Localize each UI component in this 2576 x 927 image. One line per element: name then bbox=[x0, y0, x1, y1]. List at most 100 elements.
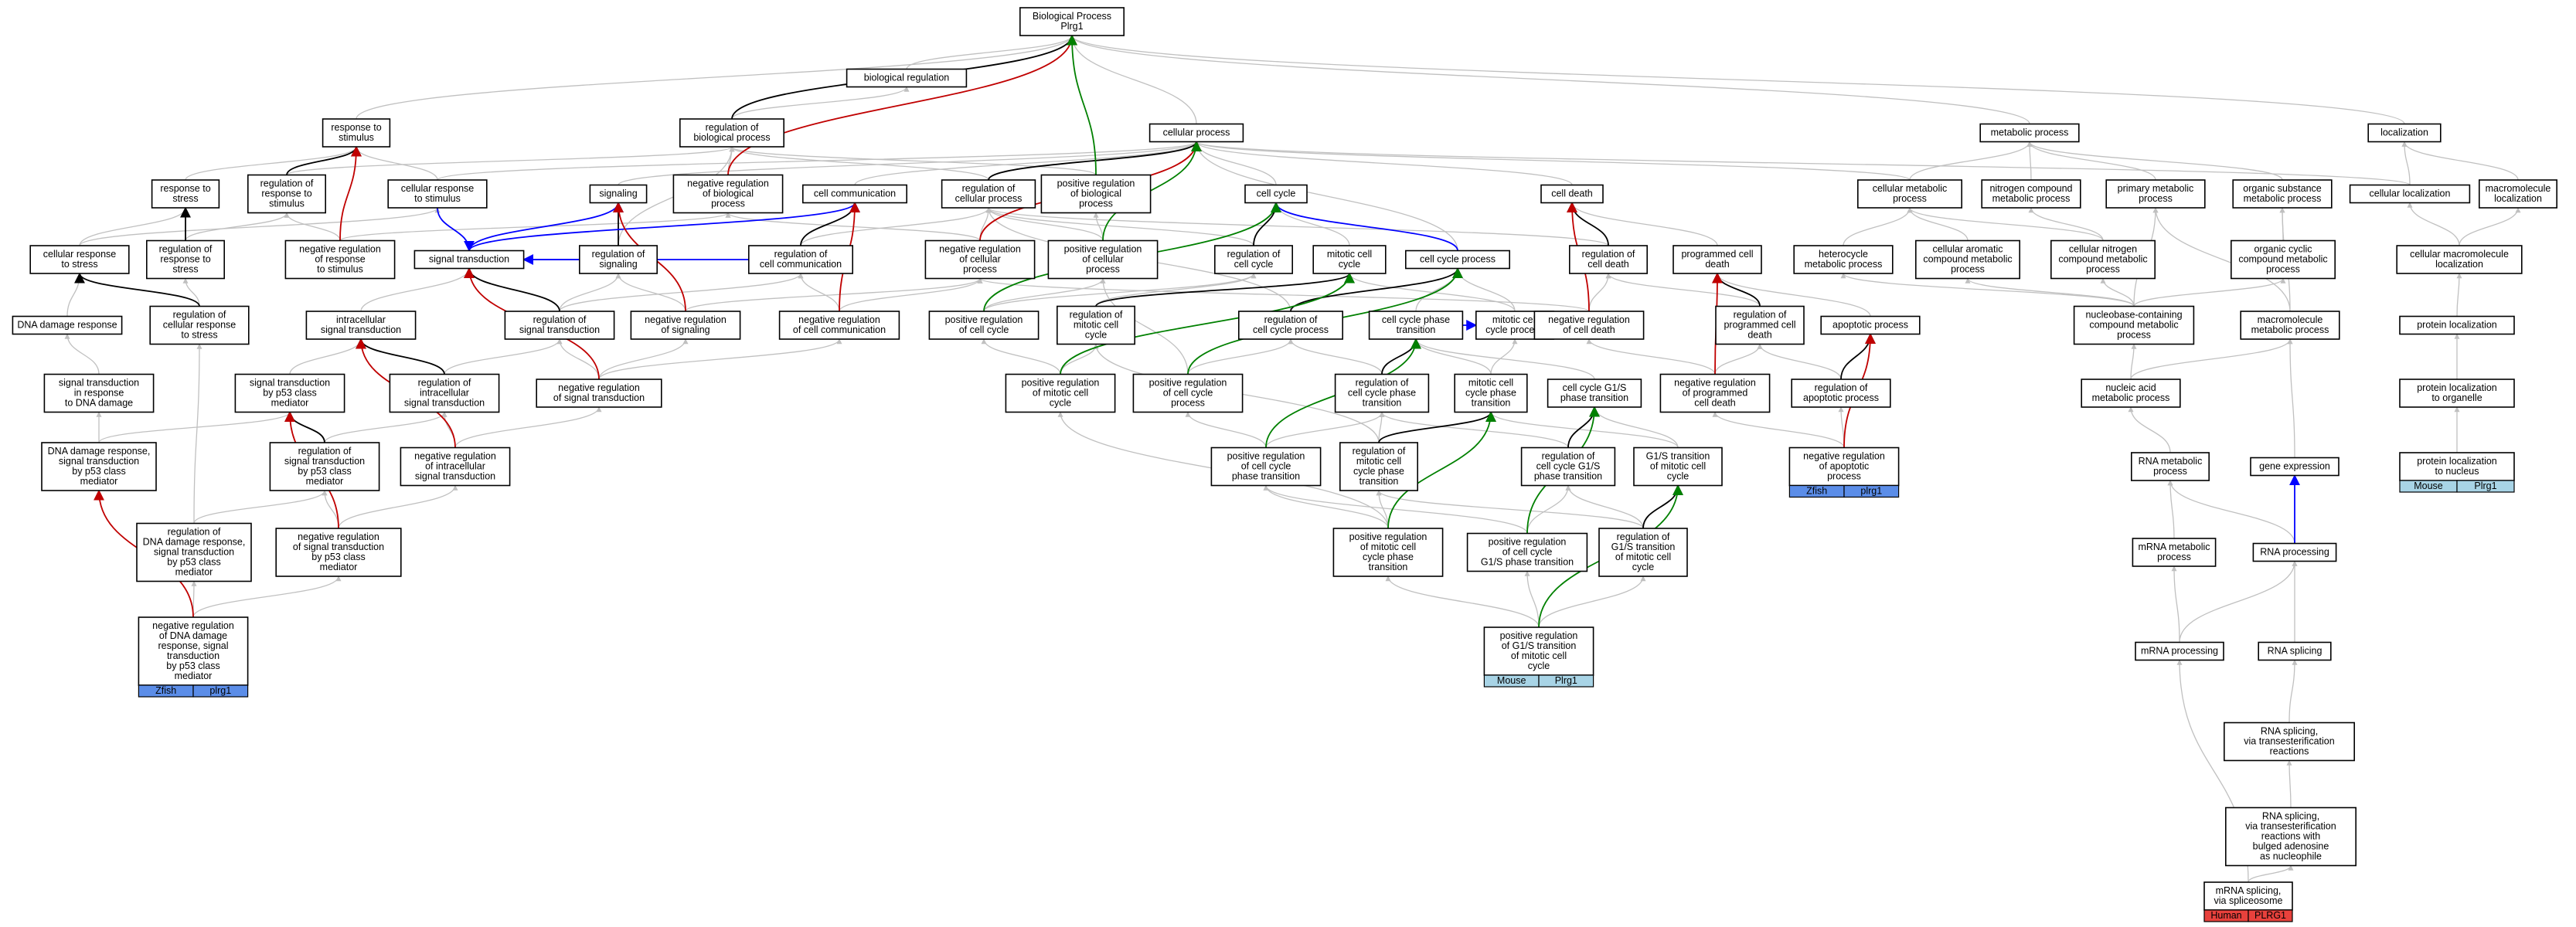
go-term-node-cdeath[interactable]: cell death bbox=[1540, 184, 1604, 204]
go-term-node-rnap[interactable]: RNA processing bbox=[2252, 542, 2337, 562]
go-term-node-rnastb[interactable]: RNA splicing,via transesterificationreac… bbox=[2225, 806, 2357, 867]
go-term-node-loc[interactable]: localization bbox=[2367, 123, 2442, 143]
edge-gray-pcd-to-cdeath bbox=[1569, 202, 1718, 246]
go-term-node-cp[interactable]: cellular process bbox=[1148, 123, 1244, 143]
go-term-node-cloc[interactable]: cellular localization bbox=[2349, 184, 2471, 204]
go-term-node-breg[interactable]: biological regulation bbox=[846, 68, 968, 88]
go-term-node-sig[interactable]: signaling bbox=[589, 184, 648, 204]
go-term-node-mrnap[interactable]: mRNA processing bbox=[2135, 641, 2224, 661]
go-term-node-gexp[interactable]: gene expression bbox=[2250, 457, 2339, 477]
go-term-node-rnas[interactable]: RNA splicing bbox=[2258, 641, 2332, 661]
go-term-node-ccyc[interactable]: cell cycle bbox=[1244, 184, 1308, 204]
edge-gray-nrcd-to-rcd bbox=[1588, 273, 1611, 312]
go-term-node-ddr[interactable]: DNA damage response bbox=[12, 315, 123, 335]
go-term-node-mrnas[interactable]: mRNA splicing,via spliceosome bbox=[2203, 881, 2293, 911]
go-term-node-ccp[interactable]: cell cycle process bbox=[1405, 250, 1511, 270]
go-term-node-ddrp53[interactable]: DNA damage response,signal transductionb… bbox=[41, 442, 157, 491]
go-term-node-mp[interactable]: metabolic process bbox=[1979, 123, 2080, 143]
go-term-box bbox=[2258, 641, 2332, 661]
go-term-node-rnast[interactable]: RNA splicing,via transesterificationreac… bbox=[2224, 722, 2356, 762]
go-term-node-cc[interactable]: cell communication bbox=[802, 184, 908, 204]
go-term-node-apop[interactable]: apoptotic process bbox=[1820, 315, 1921, 335]
go-term-node-ploc[interactable]: protein localization bbox=[2399, 315, 2515, 335]
edge-gray-g1smcc-to-mccpt bbox=[1488, 411, 1679, 448]
go-term-node-st[interactable]: signal transduction bbox=[413, 250, 525, 270]
